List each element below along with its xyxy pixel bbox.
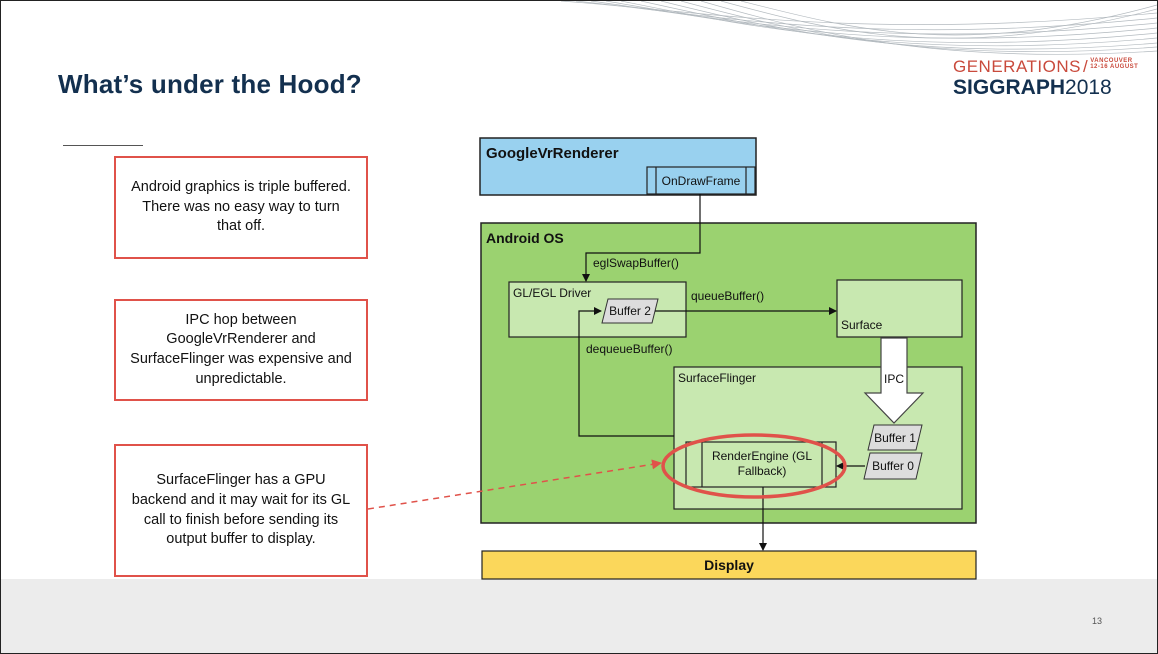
logo-siggraph: SIGGRAPH2018: [953, 76, 1112, 100]
display-label: Display: [704, 557, 754, 573]
note-gpu-backend: SurfaceFlinger has a GPU backend and it …: [114, 444, 368, 577]
dequeue-buffer-arrow: [578, 307, 674, 437]
logo-year: 2018: [1065, 76, 1112, 99]
android-os-label: Android OS: [486, 230, 564, 246]
egl-swap-buffer-arrow: [582, 194, 701, 282]
google-vr-renderer-label: GoogleVrRenderer: [486, 145, 619, 162]
title-underline: [63, 145, 143, 146]
logo-vancouver: VANCOUVER: [1090, 58, 1133, 64]
egl-swap-buffer-label: eglSwapBuffer(): [593, 256, 679, 270]
buffer-0-label: Buffer 0: [872, 459, 914, 473]
page-number: 13: [1092, 616, 1103, 626]
logo-generations-text: GENERATIONS: [953, 57, 1081, 76]
buffer-1-label: Buffer 1: [874, 431, 916, 445]
gl-egl-driver-label: GL/EGL Driver: [513, 286, 591, 300]
buffer-2-shape: [601, 298, 659, 324]
ipc-arrow: [863, 337, 925, 424]
note-triple-buffered: Android graphics is triple buffered. The…: [114, 156, 368, 259]
render-engine-label-line1: RenderEngine (GL: [712, 449, 812, 463]
decorative-wave-lines: [560, 1, 1157, 55]
surface-flinger-label: SurfaceFlinger: [678, 371, 756, 385]
buffer-1-shape: [867, 424, 923, 451]
slide-title: What’s under the Hood?: [58, 69, 362, 99]
surface-label: Surface: [841, 318, 883, 332]
surface-box: [836, 279, 963, 338]
on-draw-frame-box: [646, 166, 756, 195]
buffer-2-label: Buffer 2: [609, 304, 651, 318]
display-box: [481, 550, 977, 580]
on-draw-frame-label: OnDrawFrame: [662, 174, 741, 188]
ipc-label: IPC: [884, 372, 904, 386]
render-engine-highlight-ellipse: [661, 433, 847, 499]
buffer-0-shape: [863, 452, 923, 480]
render-engine-label-line2: Fallback): [738, 464, 787, 478]
queue-buffer-label: queueBuffer(): [691, 289, 764, 303]
footer-band: [1, 579, 1157, 653]
render-engine-box: [685, 441, 837, 488]
logo-siggraph-text: SIGGRAPH: [953, 76, 1066, 99]
note-ipc-hop: IPC hop between GoogleVrRenderer and Sur…: [114, 299, 368, 401]
callout-dashed-arrow: [367, 459, 662, 510]
logo-slash: /: [1082, 57, 1089, 76]
dequeue-buffer-label: dequeueBuffer(): [586, 342, 673, 356]
logo-dates: 12-16 AUGUST: [1090, 64, 1139, 70]
